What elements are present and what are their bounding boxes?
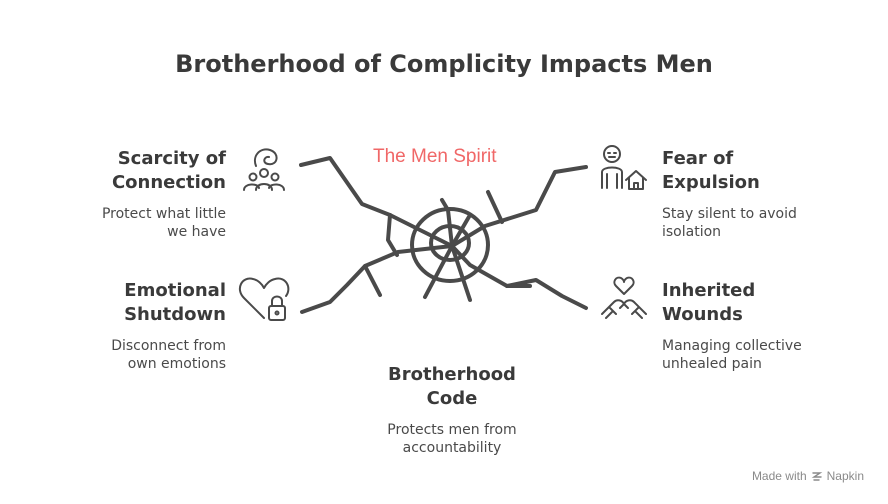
- page-title: Brotherhood of Complicity Impacts Men: [175, 50, 713, 78]
- made-with-label: Made with: [751, 469, 807, 483]
- fear-heading: Fear of Expulsion: [662, 148, 760, 193]
- crack-upper-right-branch: [486, 190, 504, 224]
- scarcity-description: Protect what little we have: [101, 206, 226, 240]
- brotherhood-description: Protects men from accountability: [387, 422, 517, 456]
- crack-lower-left-branch: [363, 264, 382, 297]
- heart-hands-icon: [601, 276, 647, 319]
- crack-center-down-right: [450, 244, 472, 302]
- crack-center-up: [440, 198, 454, 248]
- crack-center-down-left: [423, 244, 454, 299]
- napkin-brand: Napkin: [826, 469, 864, 483]
- crack-upper-left: [299, 156, 454, 248]
- emotional-description: Disconnect from own emotions: [111, 338, 226, 372]
- emotional-heading: Emotional Shutdown: [124, 280, 226, 325]
- person-house-icon: [601, 145, 647, 190]
- napkin-logo-icon: [811, 472, 822, 481]
- crack-upper-left-branch: [386, 213, 399, 257]
- heart-lock-icon: [238, 277, 290, 321]
- crack-lower-right: [450, 244, 588, 310]
- brotherhood-heading: Brotherhood Code: [388, 364, 516, 409]
- mirror-outer-ring: [410, 207, 490, 283]
- center-label: The Men Spirit: [373, 146, 497, 167]
- crack-upper-right: [450, 165, 588, 248]
- inherited-description: Managing collective unhealed pain: [662, 338, 802, 372]
- fear-description: Stay silent to avoid isolation: [662, 206, 797, 240]
- crack-lower-left: [300, 244, 454, 314]
- made-with-footer: Made with Napkin: [752, 469, 864, 483]
- group-people-icon: [243, 148, 285, 191]
- scarcity-heading: Scarcity of Connection: [111, 148, 226, 193]
- crack-center-up-right: [450, 213, 472, 248]
- inherited-heading: Inherited Wounds: [662, 280, 756, 325]
